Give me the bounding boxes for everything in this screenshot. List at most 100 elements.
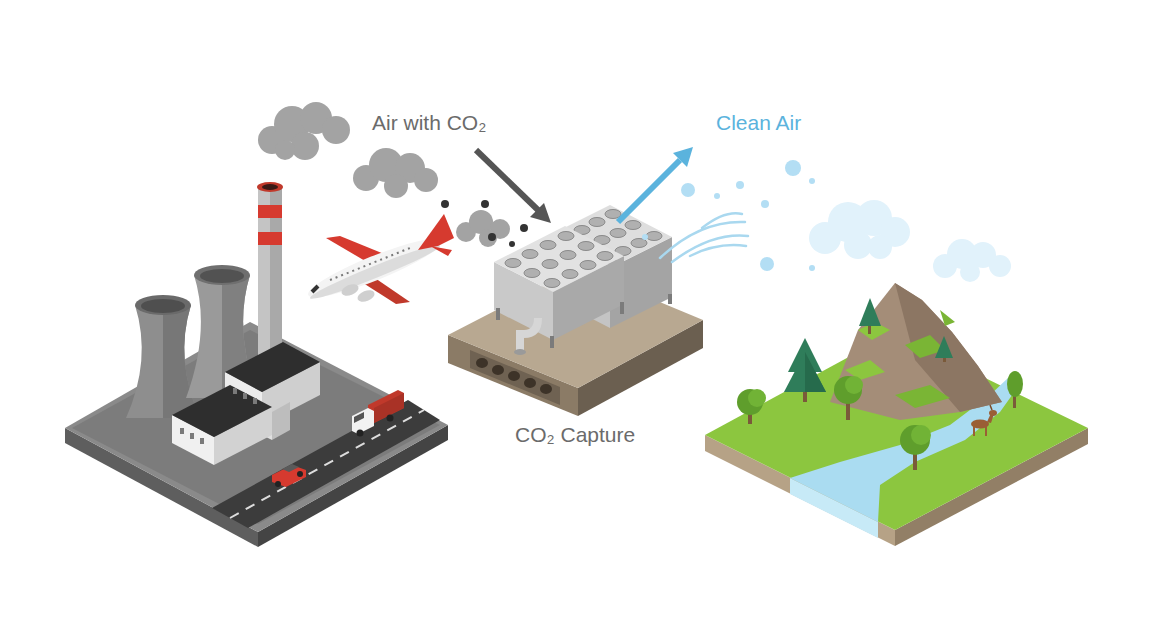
capture-base-part: [524, 378, 536, 388]
capture-unit-part: [610, 229, 626, 238]
capture-unit-part: [589, 218, 605, 227]
capture-base-part: [476, 358, 488, 368]
light-clouds-part: [844, 231, 872, 259]
clean-air-bubbles-part: [714, 193, 720, 199]
smoke-clouds-part: [414, 168, 438, 192]
capture-base-part: [508, 371, 520, 381]
clean-air-bubbles-part: [672, 236, 748, 262]
capture-unit-part: [524, 269, 540, 278]
car-part: [282, 464, 299, 472]
co2-particles-part: [520, 224, 528, 232]
capture-unit-part: [550, 336, 554, 348]
chimney-part: [258, 205, 282, 218]
truck-part: [352, 408, 374, 434]
mountain-part: [830, 283, 1002, 420]
flow-arrows-part: [476, 150, 538, 210]
smoke-clouds-part: [479, 229, 497, 247]
airplane-part: [330, 248, 410, 280]
capture-unit-part: [605, 210, 621, 219]
truck-part: [354, 412, 364, 423]
mountain: [830, 283, 1002, 420]
co2-particles-part: [488, 233, 496, 241]
truck: [352, 390, 404, 437]
cooling-towers-part: [200, 269, 244, 283]
capture-unit-part: [558, 232, 574, 241]
chimney-part: [262, 184, 278, 190]
clean-air-bubbles-part: [761, 200, 769, 208]
capture-unit-part: [548, 205, 672, 268]
trees-part: [805, 352, 826, 392]
industry-tile-part: [65, 322, 448, 532]
factory-buildings-part: [243, 393, 247, 399]
smoke-clouds-part: [384, 174, 408, 198]
airplane-part: [356, 288, 376, 304]
flow-label: Air with CO₂: [372, 111, 486, 134]
airplane-part: [418, 214, 454, 250]
flow-arrows: [476, 147, 693, 223]
capture-unit-part: [580, 261, 596, 270]
chimney-part: [257, 182, 283, 192]
factory-buildings-part: [180, 428, 184, 434]
capture-unit-part: [562, 270, 578, 279]
capture-unit-part: [668, 294, 672, 304]
part-label: CO₂ Capture: [515, 423, 635, 446]
light-clouds-part: [989, 255, 1011, 277]
cooling-towers-part: [135, 295, 191, 315]
capture-unit-part: [540, 241, 556, 250]
truck-part: [357, 430, 364, 437]
car: [272, 464, 306, 487]
trees-part: [784, 352, 826, 392]
trees-part: [845, 376, 863, 394]
capture-unit-part: [522, 250, 538, 259]
light-clouds-part: [868, 235, 892, 259]
clean-air-bubbles-part: [809, 178, 815, 184]
trees-part: [911, 425, 931, 445]
flow-arrows-part: [673, 147, 693, 167]
truck-part: [374, 393, 404, 423]
chimney-part: [258, 232, 282, 245]
capture-unit-part: [520, 318, 538, 352]
capture-unit-part: [625, 221, 641, 230]
capture-unit-part: [496, 308, 500, 320]
airplane: [304, 214, 454, 306]
co2-particles-part: [441, 200, 449, 208]
clean-air-bubbles-part: [642, 234, 648, 240]
label-holder: Air with CO₂: [372, 110, 486, 136]
factory-buildings-part: [225, 342, 320, 392]
clean-air-bubbles-part: [642, 160, 815, 271]
smoke-clouds-part: [291, 132, 319, 160]
smoke-clouds-part: [275, 140, 295, 160]
capture-unit-part: [646, 232, 662, 241]
mountain-part: [940, 310, 955, 326]
flow-arrows-part: [530, 203, 551, 223]
clean-air-bubbles-part: [809, 265, 815, 271]
flow-label: Clean Air: [716, 111, 801, 134]
factory-buildings-part: [233, 388, 237, 394]
capture-unit-part: [544, 279, 560, 288]
capture-unit-part: [494, 226, 624, 292]
co2-particles-part: [509, 241, 515, 247]
smoke-clouds: [258, 102, 510, 247]
chimney-part: [258, 187, 282, 362]
clean-air-bubbles-part: [681, 183, 695, 197]
deer-part: [989, 410, 997, 416]
capture-base-part: [476, 358, 552, 394]
capture-unit-part: [620, 302, 624, 314]
airplane-part: [308, 240, 442, 304]
clean-air-bubbles-part: [690, 245, 746, 256]
smoke-clouds-part: [322, 116, 350, 144]
capture-unit-part: [558, 210, 662, 264]
factory-buildings-part: [200, 438, 204, 444]
capture-unit-part: [560, 251, 576, 260]
deer-part: [985, 426, 987, 436]
mountain-part: [895, 385, 950, 408]
factory-buildings-part: [253, 398, 257, 404]
deer: [971, 405, 997, 436]
light-clouds-part: [960, 262, 980, 282]
cooling-towers-part: [194, 265, 250, 285]
clean-air-bubbles-part: [702, 213, 742, 228]
label-holder: CO₂ Capture: [515, 422, 635, 448]
clean-air-bubbles-part: [736, 181, 744, 189]
airplane-part: [312, 286, 318, 292]
